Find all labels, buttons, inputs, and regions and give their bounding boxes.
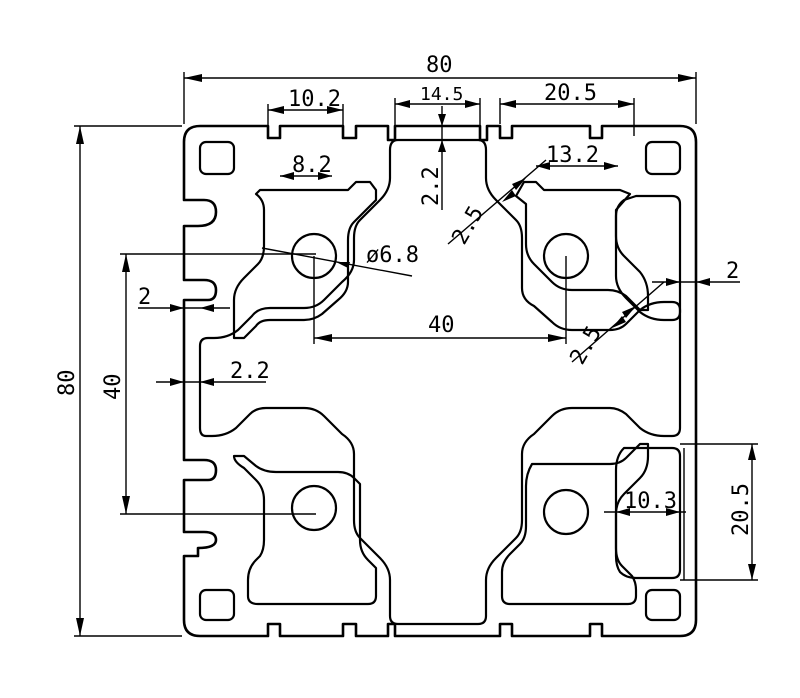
- hole-bottom-left: [290, 484, 338, 532]
- dim-diagonal-wall: 2.5: [448, 202, 490, 249]
- dim-left-wall: 2.2: [230, 359, 270, 384]
- corner-cavity-top-left: [198, 140, 236, 176]
- profile-outline: [182, 124, 698, 638]
- boss-top-left: [232, 180, 378, 340]
- boss-bottom-left: [232, 454, 378, 606]
- dim-overall-width: 80: [426, 53, 453, 78]
- dim-hole-diameter: ø6.8: [366, 243, 419, 268]
- side-cavity-right: [614, 194, 682, 322]
- dim-wall-depth: 2.2: [419, 166, 444, 206]
- dim-hole-spacing-vertical: 40: [101, 374, 126, 401]
- dim-side-wall: 2: [726, 259, 739, 284]
- dim-corner-inner: 13.2: [546, 143, 599, 168]
- hole-bottom-right: [542, 488, 590, 536]
- dim-corner-cavity-width: 10.3: [624, 489, 677, 514]
- corner-cavity-top-right: [644, 140, 682, 176]
- dim-center-channel: 14.5: [420, 84, 463, 105]
- corner-cavity-bottom-right: [644, 588, 682, 622]
- dim-overall-height: 80: [55, 370, 80, 397]
- dimension-lines: [74, 72, 758, 637]
- corner-cavity-bottom-left: [198, 588, 236, 622]
- boss-bottom-right: [500, 442, 650, 606]
- dim-slot-opening: 10.2: [288, 87, 341, 112]
- dimension-labels: 80 80 10.2 8.2 14.5 2.2 20.5 13.2 2.5 ø6…: [55, 53, 754, 536]
- dim-slot-inner: 8.2: [292, 153, 332, 178]
- bolt-holes: [290, 232, 590, 536]
- dim-corner-width-side: 20.5: [729, 483, 754, 536]
- boss-top-right: [514, 180, 650, 312]
- central-cavity: [198, 138, 682, 626]
- dim-corner-width-top: 20.5: [544, 81, 597, 106]
- side-cavity-right-lower: [614, 446, 682, 580]
- inner-cavities: [198, 138, 682, 626]
- dim-hole-spacing-horizontal: 40: [428, 313, 455, 338]
- dim-left-slot-opening: 2: [138, 285, 151, 310]
